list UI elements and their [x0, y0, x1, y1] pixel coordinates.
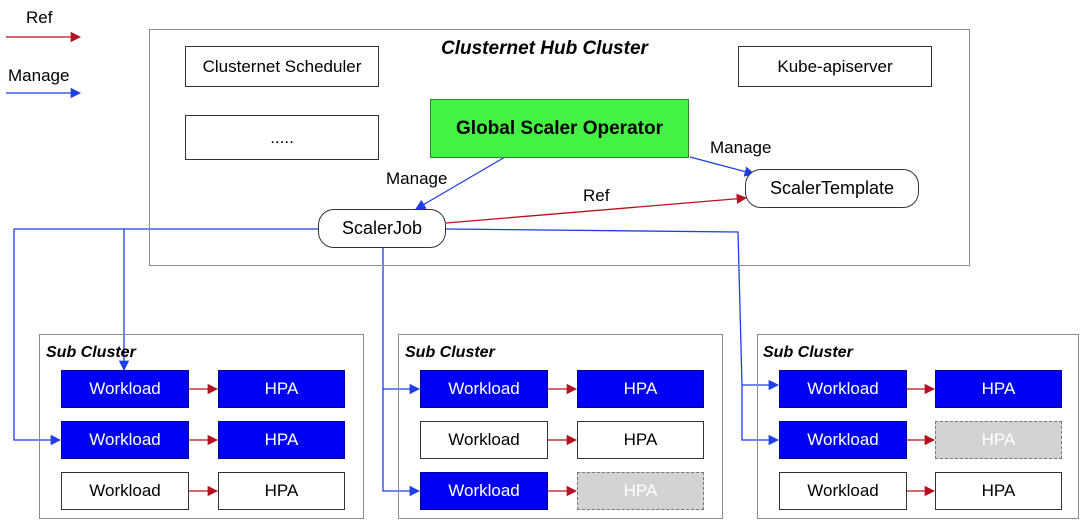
workload-box-3-2: Workload	[779, 421, 907, 459]
workload-box-1-2: Workload	[61, 421, 189, 459]
workload-box-2-3: Workload	[420, 472, 548, 510]
hub-cluster-title: Clusternet Hub Cluster	[441, 38, 648, 59]
edge-label-manage-template: Manage	[710, 138, 772, 157]
clusternet-scheduler-box: Clusternet Scheduler	[185, 46, 379, 87]
workload-box-2-2: Workload	[420, 421, 548, 459]
hpa-box-1-1: HPA	[218, 370, 345, 408]
edge-scalerjob-to-sub2-row3	[382, 389, 421, 497]
hpa-box-2-3: HPA	[577, 472, 704, 510]
hpa-box-1-2: HPA	[218, 421, 345, 459]
edge-scalerjob-to-sub1-row2	[13, 228, 320, 446]
workload-box-1-3: Workload	[61, 472, 189, 510]
legend-ref-label: Ref	[26, 8, 53, 27]
hpa-box-3-2: HPA	[935, 421, 1062, 459]
scaler-template-node: ScalerTemplate	[745, 169, 919, 208]
workload-box-3-1: Workload	[779, 370, 907, 408]
hub-cluster-frame	[149, 29, 970, 266]
sub-cluster-frame-3	[757, 334, 1079, 519]
kube-apiserver-box: Kube-apiserver	[738, 46, 932, 87]
edge-scalerjob-to-sub3-row2	[741, 385, 780, 446]
workload-box-1-1: Workload	[61, 370, 189, 408]
hpa-box-2-1: HPA	[577, 370, 704, 408]
edge-operator-to-scalertemplate	[689, 156, 756, 177]
workload-box-3-3: Workload	[779, 472, 907, 510]
edge-scalerjob-to-sub3-row1	[445, 228, 780, 391]
hpa-box-3-3: HPA	[935, 472, 1062, 510]
legend-manage-label: Manage	[8, 66, 70, 85]
ellipsis-box: .....	[185, 115, 379, 160]
global-scaler-operator-box: Global Scaler Operator	[430, 99, 689, 158]
edge-label-ref: Ref	[583, 186, 610, 205]
hpa-box-3-1: HPA	[935, 370, 1062, 408]
edge-operator-to-scalerjob	[415, 156, 506, 210]
scaler-job-node: ScalerJob	[318, 209, 446, 248]
sub-cluster-frame-1	[39, 334, 364, 519]
hpa-box-1-3: HPA	[218, 472, 345, 510]
sub-cluster-frame-2	[398, 334, 723, 519]
sub-cluster-title-3: Sub Cluster	[763, 344, 853, 361]
workload-box-2-1: Workload	[420, 370, 548, 408]
sub-cluster-title-2: Sub Cluster	[405, 344, 495, 361]
hpa-box-2-2: HPA	[577, 421, 704, 459]
edge-scalerjob-ref-scalertemplate	[445, 193, 748, 224]
sub-cluster-title-1: Sub Cluster	[46, 344, 136, 361]
edge-label-manage-job: Manage	[386, 169, 448, 188]
